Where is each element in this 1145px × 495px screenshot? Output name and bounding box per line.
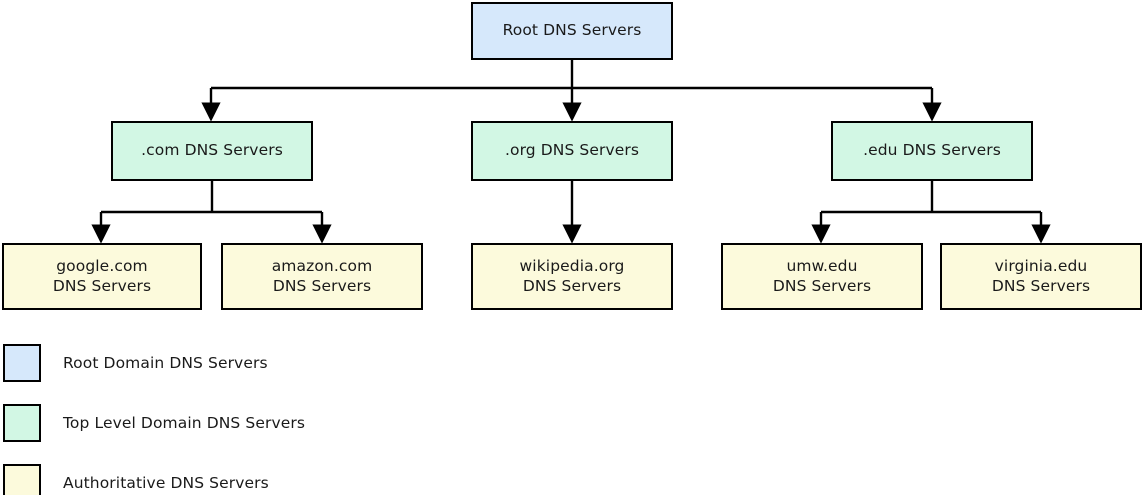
- legend-label: Top Level Domain DNS Servers: [63, 414, 305, 432]
- node-org-dns-servers[interactable]: .org DNS Servers: [471, 121, 673, 181]
- node-label: Root DNS Servers: [502, 21, 642, 40]
- edge-root-to-tlds: [201, 60, 942, 122]
- node-label-line-2: DNS Servers: [991, 276, 1091, 295]
- node-label-line-1: umw.edu: [786, 256, 858, 275]
- node-label-line-1: google.com: [56, 256, 148, 275]
- node-amazon-com-dns-servers[interactable]: amazon.com DNS Servers: [221, 243, 423, 310]
- node-virginia-edu-dns-servers[interactable]: virginia.edu DNS Servers: [940, 243, 1142, 310]
- node-label-block: umw.edu DNS Servers: [773, 257, 871, 297]
- node-label: .org DNS Servers: [504, 141, 640, 160]
- legend-item-authoritative: Authoritative DNS Servers: [3, 453, 703, 495]
- node-label-block: virginia.edu DNS Servers: [992, 257, 1090, 297]
- node-com-dns-servers[interactable]: .com DNS Servers: [111, 121, 313, 181]
- node-label-block: google.com DNS Servers: [53, 257, 151, 297]
- node-google-com-dns-servers[interactable]: google.com DNS Servers: [2, 243, 202, 310]
- legend-item-top-level-domain: Top Level Domain DNS Servers: [3, 393, 703, 453]
- node-label-line-1: amazon.com: [271, 256, 373, 275]
- node-label-block: amazon.com DNS Servers: [272, 257, 373, 297]
- legend: Root Domain DNS Servers Top Level Domain…: [3, 333, 703, 495]
- tld-swatch: [3, 404, 41, 442]
- node-label-line-2: DNS Servers: [772, 276, 872, 295]
- node-label-line-2: DNS Servers: [272, 276, 372, 295]
- node-root-dns-servers[interactable]: Root DNS Servers: [471, 2, 673, 60]
- edge-com-to-children: [91, 181, 332, 244]
- root-domain-swatch: [3, 344, 41, 382]
- node-label-line-2: DNS Servers: [52, 276, 152, 295]
- legend-item-root-domain: Root Domain DNS Servers: [3, 333, 703, 393]
- node-edu-dns-servers[interactable]: .edu DNS Servers: [831, 121, 1033, 181]
- node-label-block: wikipedia.org DNS Servers: [520, 257, 625, 297]
- edge-edu-to-children: [811, 181, 1051, 244]
- authoritative-swatch: [3, 464, 41, 495]
- legend-label: Root Domain DNS Servers: [63, 354, 268, 372]
- node-umw-edu-dns-servers[interactable]: umw.edu DNS Servers: [721, 243, 923, 310]
- node-label: .com DNS Servers: [141, 141, 283, 160]
- node-wikipedia-org-dns-servers[interactable]: wikipedia.org DNS Servers: [471, 243, 673, 310]
- node-label-line-2: DNS Servers: [522, 276, 622, 295]
- node-label-line-1: wikipedia.org: [519, 256, 625, 275]
- legend-label: Authoritative DNS Servers: [63, 474, 269, 492]
- node-label-line-1: virginia.edu: [994, 256, 1088, 275]
- node-label: .edu DNS Servers: [863, 141, 1001, 160]
